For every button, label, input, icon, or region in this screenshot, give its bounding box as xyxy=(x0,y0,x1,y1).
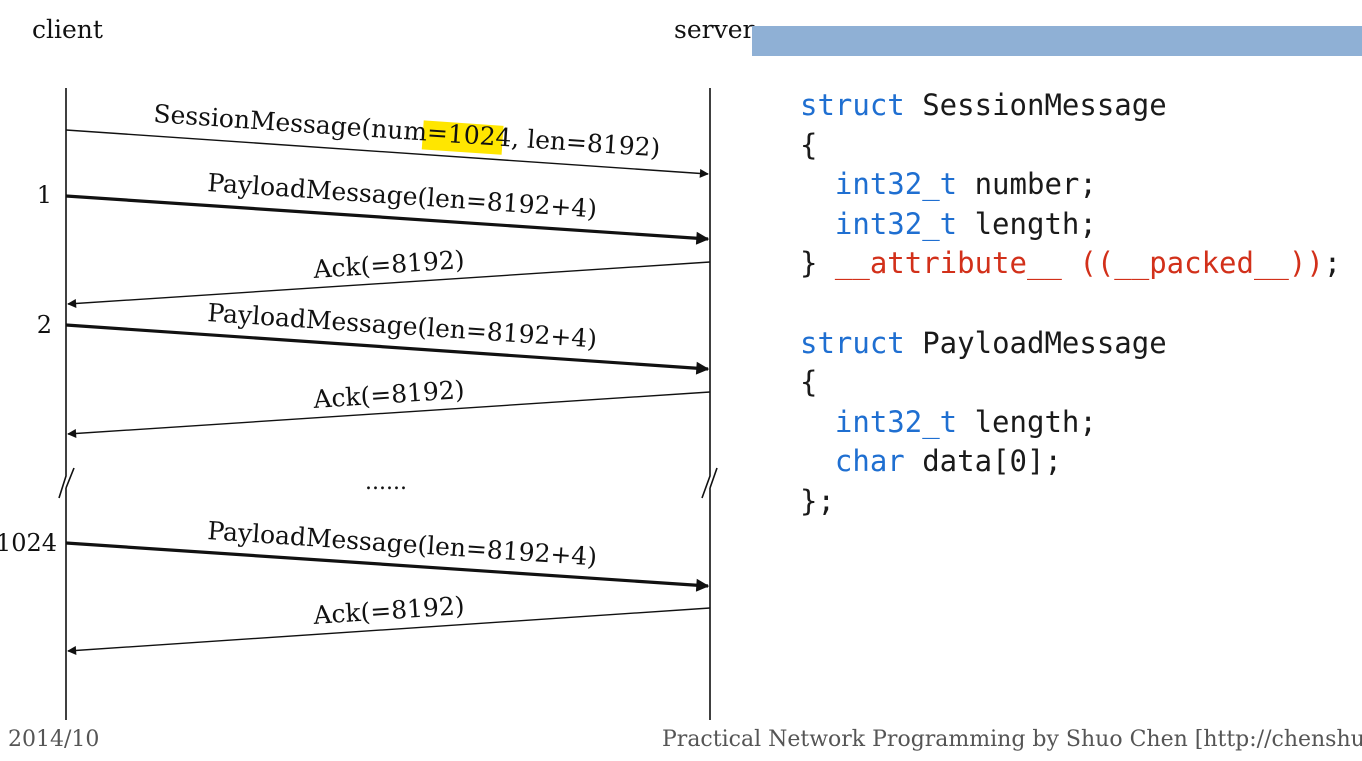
message-arrow-payload-1024 xyxy=(65,541,710,592)
message-arrow-ack-2 xyxy=(67,391,711,438)
message-arrow-session xyxy=(65,129,709,178)
code-keyword: int32_t xyxy=(834,206,958,241)
sequence-diagram: client server ...... SessionMessage(num=… xyxy=(0,15,754,720)
client-label: client xyxy=(32,15,103,44)
code-text: { xyxy=(800,127,818,162)
footer-date: 2014/10 xyxy=(8,727,100,752)
counter-label-1024: 1024 xyxy=(0,529,57,557)
code-keyword: int32_t xyxy=(834,167,958,202)
server-lifeline xyxy=(701,88,718,720)
code-line: struct PayloadMessage xyxy=(800,324,1341,364)
message-arrow-ack-1024 xyxy=(67,607,711,655)
code-text xyxy=(800,405,835,439)
code-line: int32_t number; xyxy=(800,165,1341,205)
code-line: } __attribute__ ((__packed__)); xyxy=(800,244,1341,284)
code-line: int32_t length; xyxy=(800,403,1341,443)
counter-label-1: 1 xyxy=(37,181,52,209)
code-line: { xyxy=(800,126,1341,166)
server-label: server xyxy=(674,15,754,44)
session-label-post: len=8192) xyxy=(518,124,661,163)
code-text: }; xyxy=(800,483,835,518)
code-line: struct SessionMessage xyxy=(800,86,1341,126)
code-attribute: __attribute__ ((__packed__)) xyxy=(834,246,1324,281)
message-label-ack-2: Ack(=8192) xyxy=(311,375,465,414)
code-line: { xyxy=(800,363,1341,403)
message-arrow-payload-2 xyxy=(65,323,710,375)
code-text: } xyxy=(800,246,835,281)
code-text: data[0]; xyxy=(904,444,1062,479)
code-text xyxy=(800,444,835,478)
client-lifeline xyxy=(58,88,75,720)
code-line: char data[0]; xyxy=(800,442,1341,482)
message-label-payload-2: PayloadMessage(len=8192+4) xyxy=(207,298,598,353)
message-arrow-ack-1 xyxy=(67,261,711,308)
code-line: int32_t length; xyxy=(800,205,1341,245)
code-text xyxy=(800,167,835,201)
code-text: { xyxy=(800,365,818,400)
counter-label-2: 2 xyxy=(37,311,52,339)
code-keyword: struct xyxy=(800,88,905,122)
code-keyword: int32_t xyxy=(834,404,958,439)
message-label-payload-1024: PayloadMessage(len=8192+4) xyxy=(207,516,598,571)
code-line xyxy=(800,284,1341,324)
code-keyword: char xyxy=(834,444,905,479)
message-label-session: SessionMessage(num=1024, len=8192) xyxy=(153,99,662,163)
code-text: ; xyxy=(1323,246,1342,281)
num-highlight xyxy=(421,120,504,155)
code-text xyxy=(800,207,835,241)
code-text: length; xyxy=(957,206,1097,241)
code-keyword: struct xyxy=(800,325,905,360)
code-block: struct SessionMessage{ int32_t number; i… xyxy=(800,86,1341,522)
message-label-ack-1: Ack(=8192) xyxy=(311,245,465,284)
message-label-payload-1: PayloadMessage(len=8192+4) xyxy=(207,168,598,223)
session-label-highlight: 1024, xyxy=(447,119,520,153)
code-text: length; xyxy=(957,404,1097,439)
code-text: SessionMessage xyxy=(904,88,1167,122)
code-line: }; xyxy=(800,482,1341,522)
code-text: number; xyxy=(957,167,1097,202)
code-text: PayloadMessage xyxy=(904,325,1167,360)
footer-credit: Practical Network Programming by Shuo Ch… xyxy=(662,727,1362,752)
title-bar-accent xyxy=(752,26,1362,56)
message-label-ack-1024: Ack(=8192) xyxy=(311,591,465,630)
message-arrow-payload-1 xyxy=(65,194,710,245)
session-label-pre: SessionMessage(num= xyxy=(153,99,449,148)
ellipsis: ...... xyxy=(365,470,407,495)
